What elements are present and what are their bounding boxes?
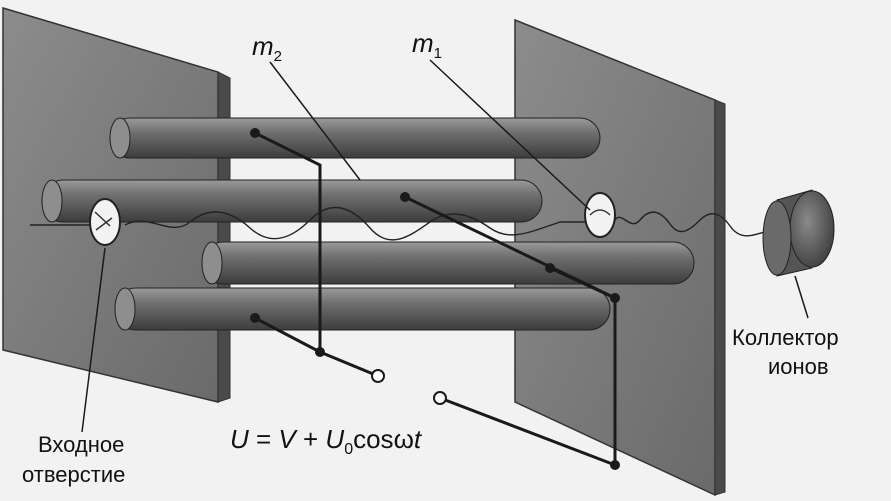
rod-middle-back bbox=[41, 179, 543, 223]
voltage-formula: U = V + U0cosωt bbox=[230, 424, 423, 458]
inlet-label-line2: отверстие bbox=[22, 462, 125, 487]
label-m2: m2 bbox=[252, 31, 282, 65]
label-m1: m1 bbox=[412, 28, 442, 62]
rod-bottom bbox=[114, 287, 611, 331]
wire-junctions bbox=[250, 128, 620, 470]
ion-collector bbox=[762, 189, 835, 277]
rod-middle-front bbox=[201, 241, 695, 285]
voltage-terminals bbox=[371, 369, 447, 405]
inlet-label-line1: Входное bbox=[38, 432, 124, 457]
label-leaders bbox=[81, 59, 809, 433]
inlet-hole bbox=[89, 198, 121, 246]
rod-top bbox=[109, 117, 601, 159]
collector-label-line1: Коллектор bbox=[732, 325, 839, 350]
ion-beam-path bbox=[30, 206, 766, 241]
exit-hole bbox=[584, 192, 616, 238]
collector-label-line2: ионов bbox=[768, 354, 829, 379]
